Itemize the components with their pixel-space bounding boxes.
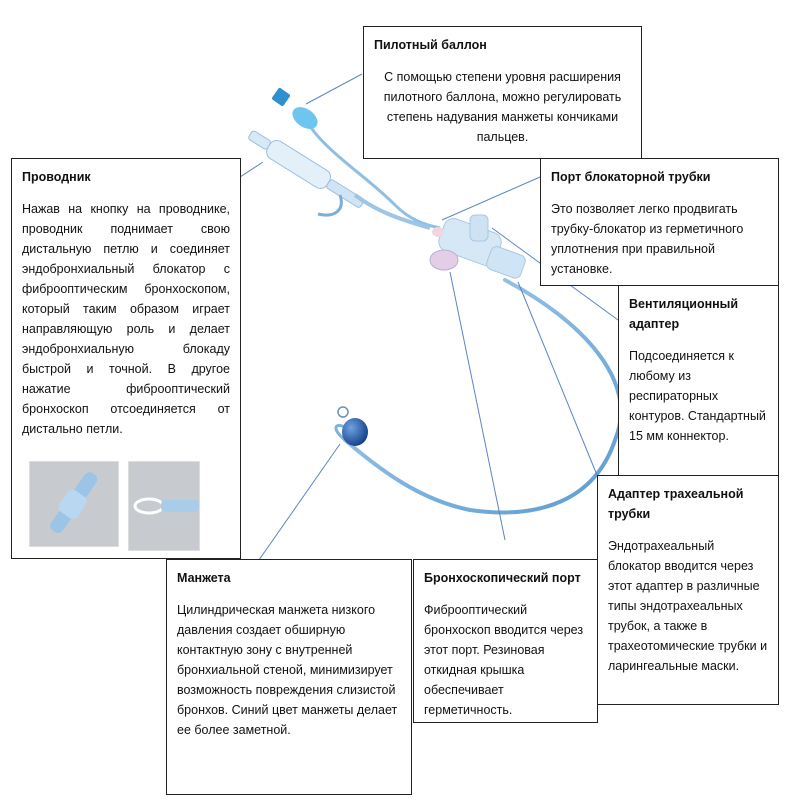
callout-body: Цилиндрическая манжета низкого давления … xyxy=(177,603,398,737)
multiport-connector xyxy=(429,214,526,279)
callout-title: Бронхоскопический порт xyxy=(424,571,581,585)
callout-body: С помощью степени уровня расширения пило… xyxy=(383,70,622,144)
pilot-line xyxy=(298,109,441,230)
leader-bronch xyxy=(449,271,506,541)
leader-tracheal xyxy=(517,281,600,481)
callout-tracheal-adapter: Адаптер трахеальной трубки Эндотрахеальн… xyxy=(597,475,779,705)
catheter-tube xyxy=(343,278,623,515)
callout-title: Вентиляционный адаптер xyxy=(629,297,739,331)
callout-cuff: Манжета Цилиндрическая манжета низкого д… xyxy=(166,559,412,795)
leader-blocker xyxy=(441,176,541,221)
guide-photo-1 xyxy=(29,461,119,547)
callout-body: Фиброоптический бронхоскоп вводится чере… xyxy=(424,603,584,717)
guide-photo-2 xyxy=(128,461,200,551)
hook xyxy=(317,194,343,217)
leader-cuff xyxy=(244,443,341,581)
callout-blocker-port: Порт блокаторной трубки Это позволяет ле… xyxy=(540,158,779,286)
guide-handle xyxy=(248,130,365,208)
pilot-valve xyxy=(272,88,290,106)
cuff-tip xyxy=(337,406,349,418)
cuff-balloon xyxy=(342,418,368,446)
callout-title: Пилотный баллон xyxy=(374,38,487,52)
callout-body: Нажав на кнопку на проводнике, проводник… xyxy=(22,202,230,436)
leader-pilot xyxy=(305,73,363,105)
callout-bronch-port: Бронхоскопический порт Фиброоптический б… xyxy=(413,559,598,723)
callout-body: Это позволяет легко продвигать трубку-бл… xyxy=(551,202,744,276)
callout-title: Порт блокаторной трубки xyxy=(551,170,711,184)
callout-guide: Проводник Нажав на кнопку на проводнике,… xyxy=(11,158,241,559)
callout-title: Адаптер трахеальной трубки xyxy=(608,487,744,521)
guide-line xyxy=(353,193,431,230)
callout-title: Манжета xyxy=(177,571,231,585)
callout-pilot-balloon: Пилотный баллон С помощью степени уровня… xyxy=(363,26,642,159)
callout-body: Эндотрахеальный блокатор вводится через … xyxy=(608,539,768,673)
callout-vent-adapter: Вентиляционный адаптер Подсоединяется к … xyxy=(618,285,779,476)
callout-title: Проводник xyxy=(22,170,91,184)
pilot-balloon xyxy=(292,107,318,129)
callout-body: Подсоединяется к любому из респираторных… xyxy=(629,349,766,443)
